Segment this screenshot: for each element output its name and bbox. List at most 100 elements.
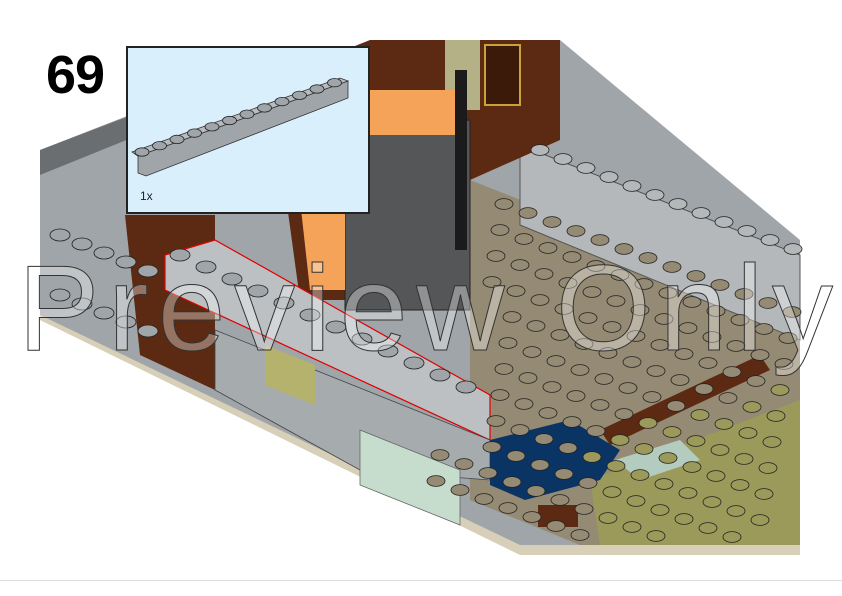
stud <box>137 324 159 338</box>
stud <box>538 407 558 419</box>
stud <box>526 320 546 332</box>
stud <box>718 392 738 404</box>
stud <box>754 323 774 335</box>
stud <box>522 346 542 358</box>
stud <box>738 427 758 439</box>
stud <box>614 243 634 255</box>
stud <box>642 391 662 403</box>
stud <box>730 314 750 326</box>
stud <box>71 297 93 311</box>
stud <box>610 434 630 446</box>
stud <box>542 216 562 228</box>
stud <box>187 128 202 138</box>
stud <box>578 312 598 324</box>
stud <box>630 469 650 481</box>
stud <box>115 255 137 269</box>
raised-gray-wall <box>519 144 801 341</box>
stud <box>650 339 670 351</box>
stud <box>152 141 167 151</box>
stud <box>137 264 159 278</box>
stud <box>506 450 526 462</box>
stud <box>590 234 610 246</box>
stud <box>774 358 794 370</box>
stud <box>618 382 638 394</box>
stud <box>682 296 702 308</box>
stud <box>562 251 582 263</box>
stud <box>558 277 578 289</box>
stud <box>646 530 666 542</box>
stud <box>514 398 534 410</box>
stud <box>638 417 658 429</box>
stud <box>550 494 570 506</box>
stud <box>403 356 425 370</box>
stud <box>602 486 622 498</box>
stud <box>582 286 602 298</box>
stud <box>239 109 255 119</box>
page-divider <box>0 580 842 581</box>
stud <box>706 305 726 317</box>
stud <box>686 435 706 447</box>
stud <box>590 399 610 411</box>
stud <box>734 288 754 300</box>
stud <box>550 329 570 341</box>
stud <box>309 84 325 94</box>
stud <box>566 390 586 402</box>
stud <box>257 103 272 113</box>
stud <box>710 279 730 291</box>
stud <box>750 349 770 361</box>
stud <box>634 278 654 290</box>
stud <box>734 453 754 465</box>
stud <box>599 171 619 183</box>
stud <box>746 375 766 387</box>
stud <box>702 331 722 343</box>
stud <box>554 303 574 315</box>
stud <box>690 409 710 421</box>
window-frame <box>484 44 521 106</box>
stud <box>574 503 594 515</box>
stud <box>770 384 790 396</box>
stud <box>645 189 665 201</box>
stud <box>674 513 694 525</box>
stud <box>299 308 321 322</box>
stud <box>502 476 522 488</box>
stud <box>494 363 514 375</box>
stud <box>694 383 714 395</box>
stud <box>654 313 674 325</box>
stud <box>674 348 694 360</box>
stud <box>325 320 347 334</box>
stud <box>510 259 530 271</box>
stud <box>594 373 614 385</box>
stud <box>626 330 646 342</box>
stud <box>783 243 803 255</box>
stud <box>714 418 734 430</box>
stud <box>622 180 642 192</box>
stud <box>514 233 534 245</box>
stud <box>538 242 558 254</box>
stud <box>526 485 546 497</box>
stud <box>478 467 498 479</box>
stud <box>782 306 802 318</box>
stud <box>498 337 518 349</box>
stud <box>554 468 574 480</box>
stud <box>510 424 530 436</box>
stud <box>482 276 502 288</box>
stud <box>726 340 746 352</box>
stud <box>530 294 550 306</box>
black-pole <box>455 70 467 250</box>
stud <box>530 459 550 471</box>
stud <box>426 475 446 487</box>
sand-green-bricks <box>359 429 461 526</box>
stud <box>71 237 93 251</box>
orange-lamp <box>300 190 345 290</box>
stud <box>766 410 786 422</box>
stud <box>221 272 243 286</box>
stud <box>626 495 646 507</box>
stud <box>474 493 494 505</box>
stud <box>377 344 399 358</box>
stud <box>570 529 590 541</box>
stud <box>614 408 634 420</box>
stud <box>702 496 722 508</box>
stud <box>429 368 451 382</box>
stud <box>490 389 510 401</box>
stud <box>169 134 185 145</box>
